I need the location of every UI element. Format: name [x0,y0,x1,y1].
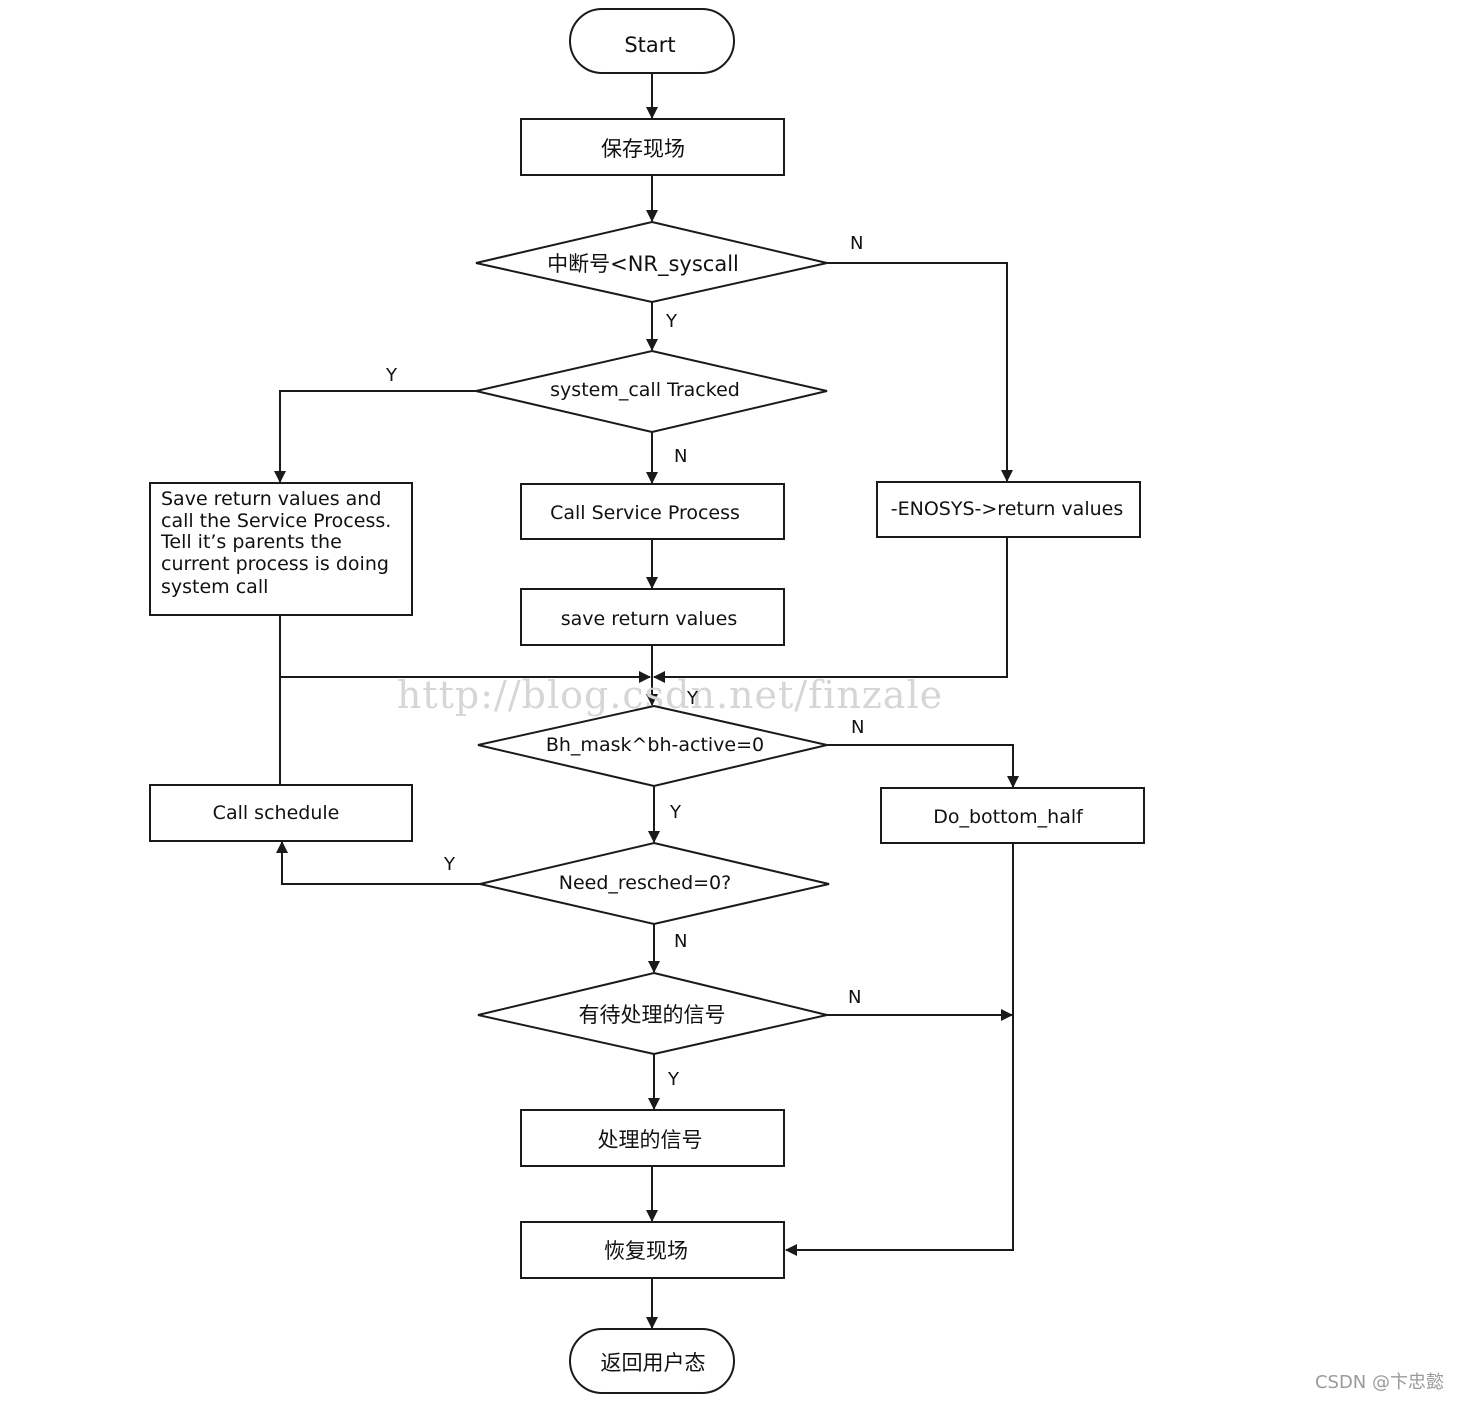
node-save-return: save return values [520,588,785,646]
node-handle-signal-label: 处理的信号 [598,1128,703,1152]
decision-syscall-check: 中断号<NR_syscall [475,220,828,304]
node-call-service: Call Service Process [520,483,785,540]
node-handle-signal: 处理的信号 [520,1109,785,1167]
decision-need-resched: Need_resched=0? [479,841,830,926]
node-do-bottom-half: Do_bottom_half [880,787,1145,844]
node-traced-note-line-2: call the Service Process. [161,510,391,532]
edge-bh-no-to-bottom-half [827,744,1019,788]
label-signal-no: N [848,987,861,1008]
edges [274,73,1019,1329]
decision-pending-signal: 有待处理的信号 [477,971,828,1056]
label-tracked-no: N [674,446,687,467]
node-restore-context: 恢复现场 [520,1221,785,1279]
label-signal-yes: Y [667,1069,680,1090]
decision-syscall-check-label: 中断号<NR_syscall [547,252,739,277]
node-save-return-label: save return values [561,608,737,630]
decision-bh-mask-label: Bh_mask^bh-active=0 [546,734,764,756]
decision-need-resched-label: Need_resched=0? [559,872,731,894]
label-syscall-yes: Y [665,311,678,332]
node-do-bottom-half-label: Do_bottom_half [933,806,1084,828]
decision-syscall-tracked-label: system_call Tracked [550,379,740,401]
label-bh-no: N [851,717,864,738]
edge-bottom-half-to-restore [785,843,1014,1256]
decision-syscall-tracked: system_call Tracked [475,349,828,434]
node-traced-note-line-5: system call [161,576,268,598]
edge-resched-yes-to-schedule [276,841,480,885]
decision-pending-signal-label: 有待处理的信号 [579,1003,726,1027]
node-call-schedule-label: Call schedule [213,802,340,824]
node-traced-note-line-1: Save return values and [161,488,381,510]
node-start-label: Start [624,33,675,57]
node-enosys-label: -ENOSYS->return values [891,498,1123,520]
decision-bh-mask: Bh_mask^bh-active=0 [477,704,828,788]
label-tracked-yes: Y [385,365,398,386]
label-merge-yes: Y [686,688,699,709]
node-return-user: 返回用户态 [569,1328,735,1394]
node-traced-note: Save return values and call the Service … [149,482,413,616]
edge-enosys-to-merge [653,537,1008,683]
node-call-service-label: Call Service Process [550,502,740,524]
node-call-schedule: Call schedule [149,784,413,842]
label-bh-yes: Y [669,802,682,823]
label-resched-yes: Y [443,854,456,875]
node-enosys: -ENOSYS->return values [876,481,1141,538]
node-traced-note-line-4: current process is doing [161,553,389,575]
label-syscall-no: N [850,233,863,254]
edge-tracked-yes-to-note [274,390,476,483]
node-restore-context-label: 恢复现场 [604,1239,688,1263]
node-traced-note-line-3: Tell it’s parents the [160,531,342,553]
node-save-context-label: 保存现场 [601,137,685,161]
edge-syscall-no-to-enosys [827,262,1013,482]
csdn-credit: CSDN @卞忠懿 [1314,1372,1444,1393]
node-return-user-label: 返回用户态 [601,1351,706,1375]
node-save-context: 保存现场 [520,118,785,176]
edge-labels: N Y Y N Y N Y Y N N Y [385,233,864,1090]
node-start: Start [569,8,735,74]
label-resched-no: N [674,931,687,952]
